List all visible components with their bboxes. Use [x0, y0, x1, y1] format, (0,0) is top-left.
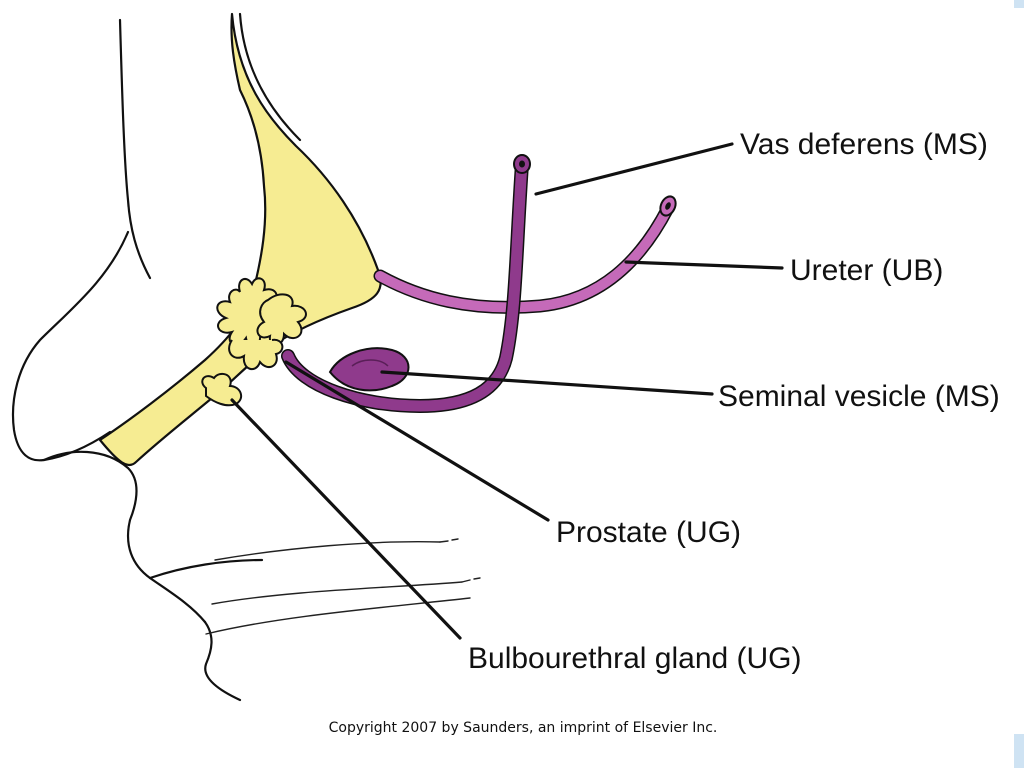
label-ureter: Ureter (UB) [790, 254, 943, 287]
seminal-vesicle-shape [328, 347, 410, 392]
leader-seminal-vesicle [380, 370, 714, 396]
copyright-notice: Copyright 2007 by Saunders, an imprint o… [329, 720, 718, 736]
leader-vas-deferens [534, 142, 734, 196]
leader-lines [230, 142, 784, 640]
leader-bulbourethral-gland [230, 398, 462, 640]
slide-edge-top [1014, 0, 1024, 8]
urogenital-sinus [98, 12, 382, 467]
label-seminal-vesicle: Seminal vesicle (MS) [718, 380, 1000, 413]
label-vas-deferens: Vas deferens (MS) [740, 128, 988, 161]
prostate-gland [216, 277, 307, 371]
slide-edge-bottom [1014, 734, 1024, 768]
leader-prostate [284, 360, 550, 522]
label-prostate: Prostate (UG) [556, 516, 741, 549]
leader-ureter [624, 260, 784, 270]
label-bulbourethral-gland: Bulbourethral gland (UG) [468, 642, 802, 675]
bulbourethral-gland-shape [201, 372, 243, 407]
body-outline [11, 18, 481, 702]
